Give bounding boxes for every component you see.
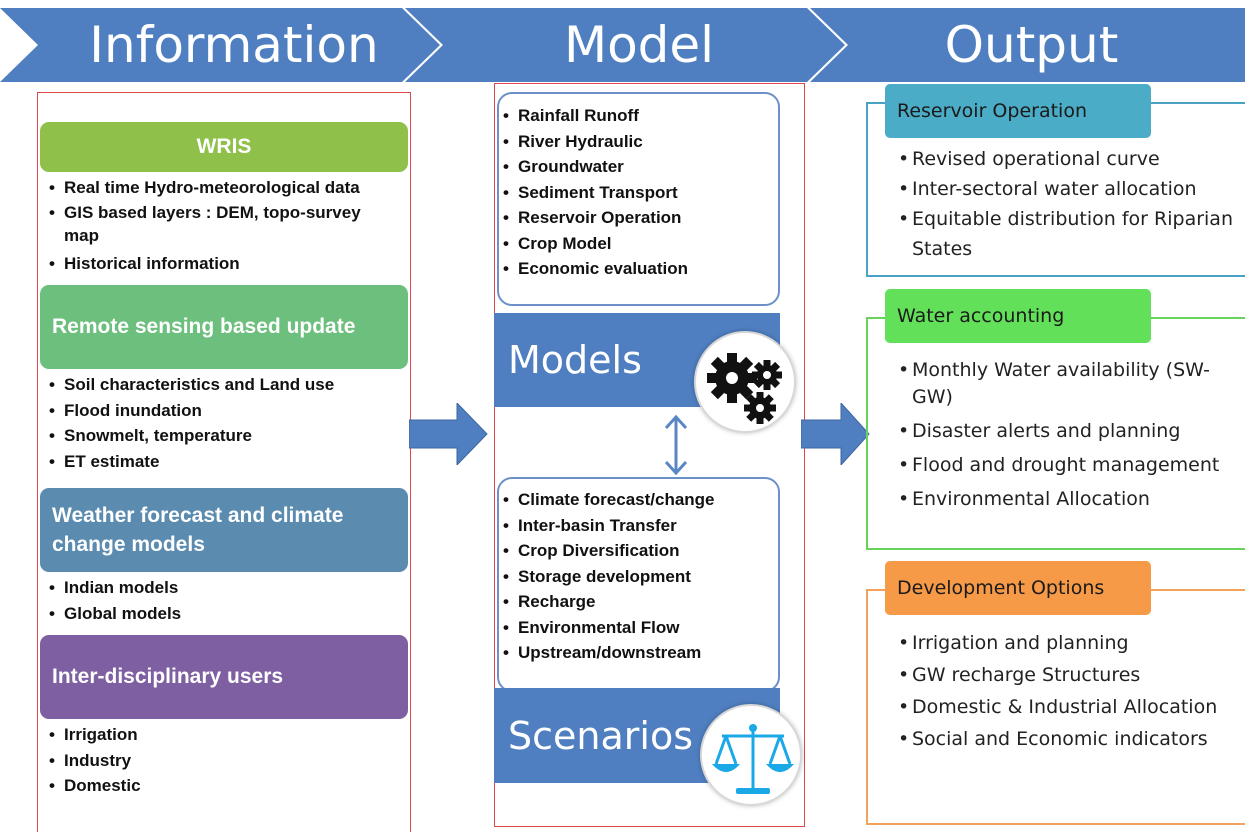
list-item: Climate forecast/change: [503, 487, 773, 513]
scenario-list: Climate forecast/change Inter-basin Tran…: [503, 487, 773, 666]
list-item: Flood inundation: [49, 398, 399, 424]
list-item: Rainfall Runoff: [503, 103, 773, 129]
model-frame: [494, 83, 805, 827]
list-item: Irrigation: [49, 722, 399, 748]
model-header-label: Model: [563, 16, 715, 74]
wris-header: WRIS: [40, 122, 408, 172]
list-item: Crop Model: [503, 231, 773, 257]
list-item: Environmental Flow: [503, 615, 773, 641]
weather-forecast-list: Indian models Global models: [49, 575, 399, 626]
right-arrow-icon: [801, 403, 870, 465]
weather-forecast-header: Weather forecast and climate change mode…: [40, 488, 408, 572]
list-item: Soil characteristics and Land use: [49, 372, 399, 398]
list-item: GIS based layers : DEM, topo-survey map: [49, 201, 399, 247]
information-frame: [37, 92, 411, 832]
list-item: Equitable distribution for Riparian Stat…: [898, 204, 1238, 264]
development-options-tag: Development Options: [885, 561, 1151, 615]
water-accounting-list: Monthly Water availability (SW-GW) Disas…: [898, 357, 1238, 520]
list-item: Groundwater: [503, 154, 773, 180]
list-item: Revised operational curve: [898, 144, 1238, 174]
list-item: Recharge: [503, 589, 773, 615]
list-item: Snowmelt, temperature: [49, 423, 399, 449]
list-item: Upstream/downstream: [503, 640, 773, 666]
list-item: Domestic: [49, 773, 399, 799]
list-item: GW recharge Structures: [898, 661, 1238, 689]
information-header: Information: [0, 8, 440, 82]
model-header: Model: [405, 8, 845, 82]
right-arrow-icon: [409, 403, 488, 465]
reservoir-operation-list: Revised operational curve Inter-sectoral…: [898, 144, 1238, 264]
list-item: Real time Hydro-meteorological data: [49, 175, 399, 201]
users-header: Inter-disciplinary users: [40, 635, 408, 719]
list-item: Monthly Water availability (SW-GW): [898, 357, 1238, 411]
water-accounting-tag: Water accounting: [885, 289, 1151, 343]
development-options-list: Irrigation and planning GW recharge Stru…: [898, 629, 1238, 757]
list-item: Domestic & Industrial Allocation: [898, 693, 1238, 721]
list-item: Inter-sectoral water allocation: [898, 174, 1238, 204]
remote-sensing-header: Remote sensing based update: [40, 285, 408, 369]
list-item: Historical information: [49, 251, 399, 277]
list-item: Storage development: [503, 564, 773, 590]
list-item: Sediment Transport: [503, 180, 773, 206]
list-item: Crop Diversification: [503, 538, 773, 564]
balance-scale-icon: [700, 704, 802, 806]
list-item: River Hydraulic: [503, 129, 773, 155]
output-header-label: Output: [944, 16, 1119, 74]
users-list: Irrigation Industry Domestic: [49, 722, 399, 799]
models-label: Models: [508, 338, 642, 382]
list-item: Economic evaluation: [503, 256, 773, 282]
reservoir-operation-tag: Reservoir Operation: [885, 84, 1151, 138]
list-item: Social and Economic indicators: [898, 725, 1238, 753]
list-item: Indian models: [49, 575, 399, 601]
output-header: Output: [810, 8, 1245, 82]
remote-sensing-list: Soil characteristics and Land use Flood …: [49, 372, 399, 474]
double-arrow-icon: [664, 414, 688, 476]
list-item: Global models: [49, 601, 399, 627]
wris-list: Real time Hydro-meteorological data GIS …: [49, 175, 399, 276]
gears-icon: [694, 331, 796, 433]
list-item: Irrigation and planning: [898, 629, 1238, 657]
model-list: Rainfall Runoff River Hydraulic Groundwa…: [503, 103, 773, 282]
list-item: Flood and drought management: [898, 452, 1238, 479]
list-item: ET estimate: [49, 449, 399, 475]
list-item: Disaster alerts and planning: [898, 418, 1238, 445]
list-item: Environmental Allocation: [898, 486, 1238, 513]
list-item: Inter-basin Transfer: [503, 513, 773, 539]
information-header-label: Information: [89, 16, 379, 74]
list-item: Industry: [49, 748, 399, 774]
list-item: Reservoir Operation: [503, 205, 773, 231]
scenarios-label: Scenarios: [508, 713, 693, 758]
